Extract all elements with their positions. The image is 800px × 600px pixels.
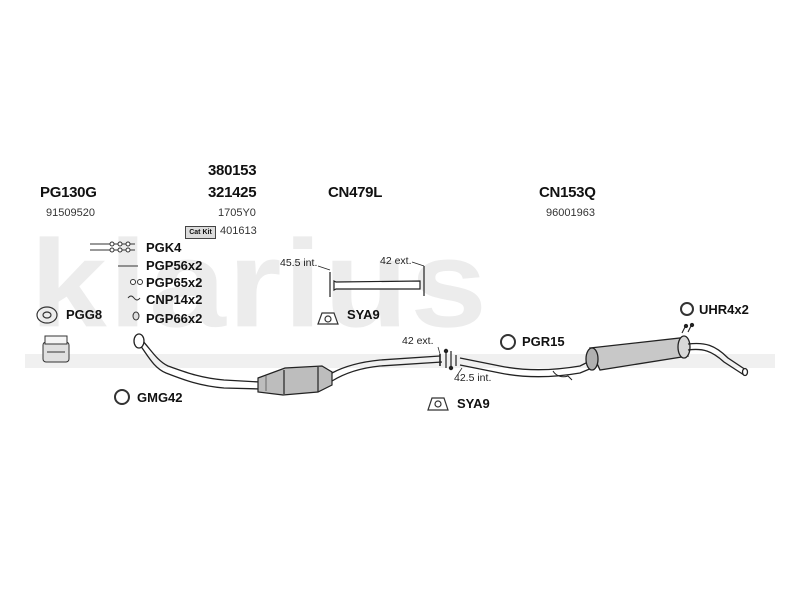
hardware-label: UHR4x2 — [699, 302, 749, 317]
hardware-label: PGP56x2 — [146, 258, 203, 273]
clamp-flange-drawing — [443, 348, 457, 371]
intermediate-pipe-drawing — [331, 354, 443, 382]
front-pipe-code: PG130G — [40, 184, 97, 201]
cat-kit-badge: Cat Kit — [185, 226, 216, 239]
rubber-mount-icon — [42, 335, 70, 363]
rear-silencer-number: 96001963 — [546, 207, 595, 219]
pgr-ring-icon — [500, 334, 516, 350]
hardware-label: SYA9 — [347, 307, 380, 322]
catalyst-number: 1705Y0 — [218, 207, 256, 219]
catalyst-code-1: 380153 — [208, 162, 257, 179]
dimension-label: 42 ext. — [402, 335, 434, 347]
connecting-pipe-drawing — [317, 261, 425, 297]
hardware-label: SYA9 — [457, 396, 490, 411]
nut-icon — [130, 279, 143, 285]
rear-silencer-drawing — [459, 322, 749, 381]
catalytic-converter-drawing — [257, 365, 333, 396]
dimension-leaders — [437, 346, 463, 375]
hardware-label: PGP65x2 — [146, 275, 203, 290]
uhr-ring-icon — [680, 302, 694, 316]
hanger-icon-1 — [317, 312, 339, 325]
bolt-kit-icon — [90, 241, 135, 253]
hardware-label: PGK4 — [146, 240, 182, 255]
hardware-label: PGG8 — [66, 307, 103, 322]
gasket-icon — [36, 306, 58, 324]
rear-silencer-code: CN153Q — [539, 184, 596, 201]
cat-kit-number: 401613 — [220, 225, 257, 237]
hardware-label: PGP66x2 — [146, 311, 203, 326]
hanger-icon-2 — [427, 397, 449, 411]
spring-icon — [127, 295, 141, 301]
connecting-pipe-code: CN479L — [328, 184, 383, 201]
dimension-label: 45.5 int. — [280, 257, 318, 269]
catalyst-code-2: 321425 — [208, 184, 257, 201]
dimension-label: 42 ext. — [380, 255, 412, 267]
hardware-label: PGR15 — [522, 334, 565, 349]
dimension-label: 42.5 int. — [454, 372, 492, 384]
ring-gasket-icon — [114, 389, 130, 405]
front-pipe-drawing — [133, 333, 263, 390]
washer-icon — [132, 311, 140, 321]
front-pipe-number: 91509520 — [46, 207, 95, 219]
hardware-label: CNP14x2 — [146, 292, 203, 307]
hardware-label: GMG42 — [137, 390, 183, 405]
